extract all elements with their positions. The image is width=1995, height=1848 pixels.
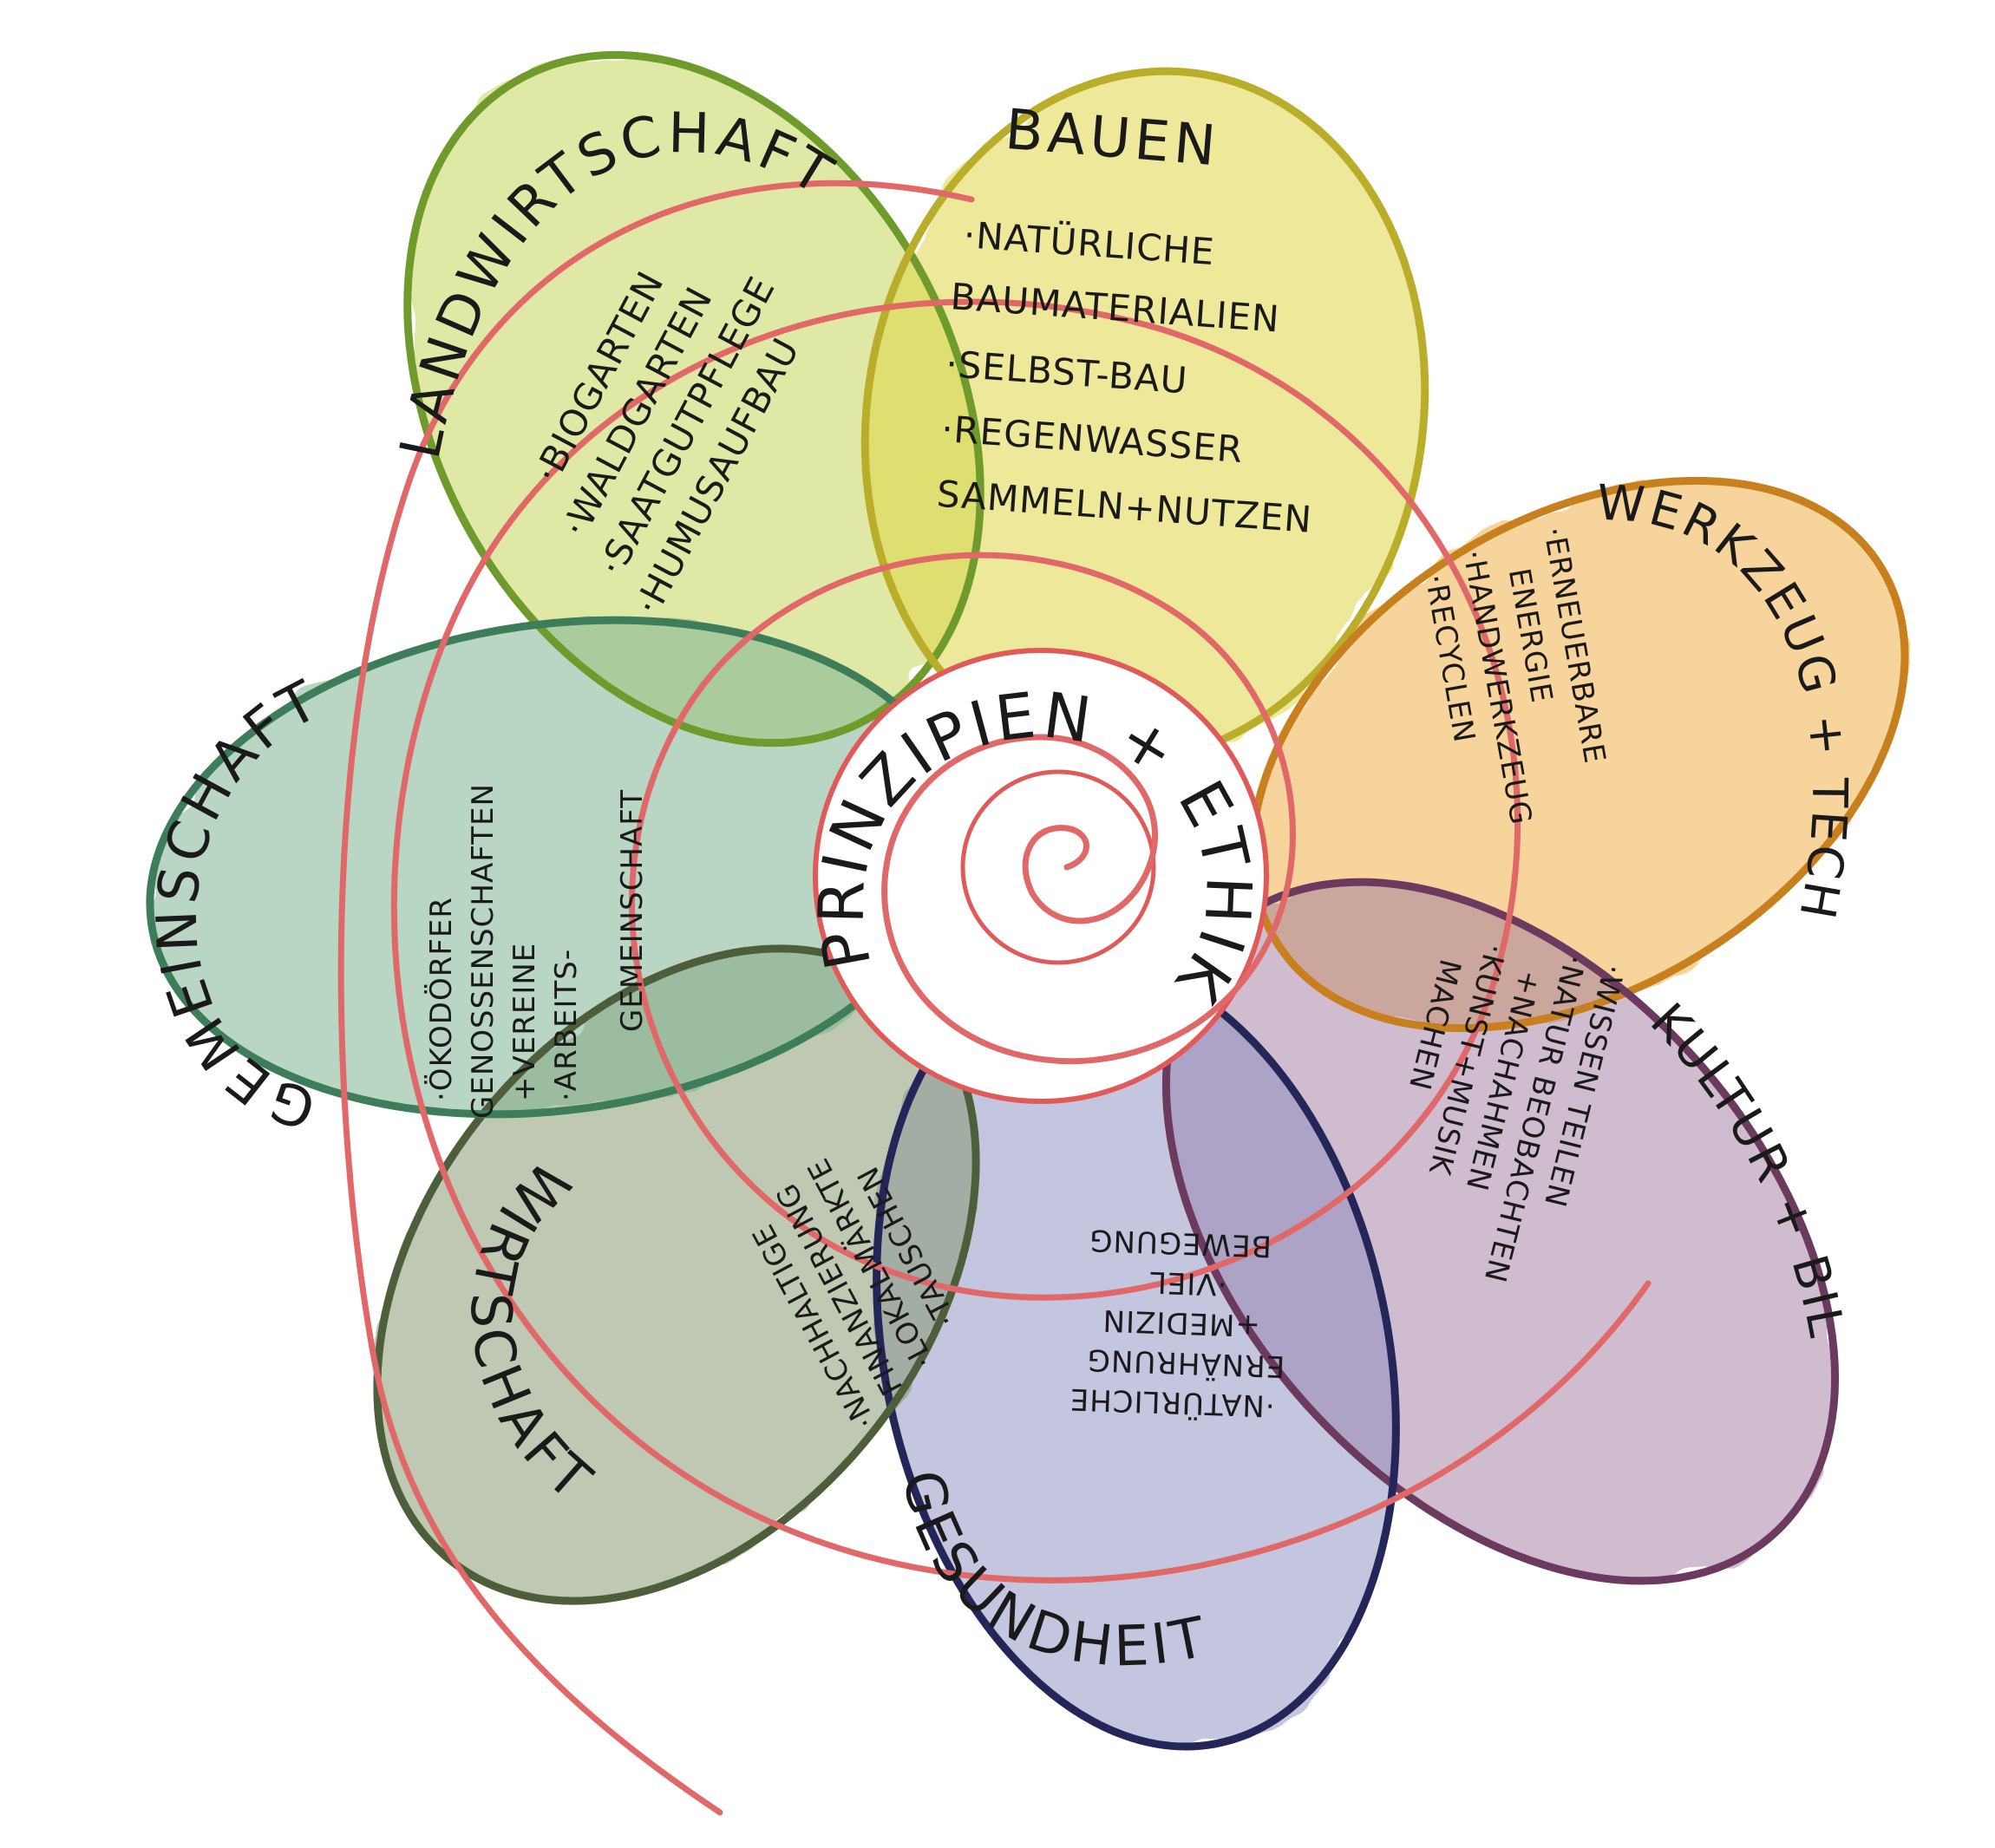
item-gesundheit-4: ·VIEL — [1148, 1264, 1227, 1302]
petal-landwirtschaft — [407, 55, 981, 743]
item-gemeinschaft-5: GEMEINSCHAFT — [615, 789, 650, 1032]
item-gemeinschaft-2: GENOSSENSCHAFTEN — [466, 783, 500, 1119]
items-gemeinschaft: ·ÖKODÖRFER GENOSSENSCHAFTEN +VEREINE ·AR… — [423, 783, 650, 1119]
outline-landwirtschaft — [403, 50, 984, 748]
item-gesundheit-3: +MEDIZIN — [1102, 1303, 1261, 1342]
item-gemeinschaft-1: ·ÖKODÖRFER — [423, 897, 459, 1101]
items-gesundheit: ·NATÜRLICHE ERNÄHRUNG +MEDIZIN ·VIEL BEW… — [1069, 1222, 1285, 1424]
center-inner — [960, 769, 1156, 965]
item-gemeinschaft-4: ·ARBEITS- — [549, 949, 584, 1101]
red-spiral — [337, 180, 1652, 1816]
petal-bauen — [865, 71, 1425, 761]
item-gesundheit-5: BEWEGUNG — [1089, 1222, 1272, 1263]
outline-werkzeug — [1248, 476, 1909, 1033]
item-gemeinschaft-3: +VEREINE — [507, 943, 542, 1101]
item-gesundheit-1: ·NATÜRLICHE — [1069, 1381, 1275, 1424]
item-gesundheit-2: ERNÄHRUNG — [1086, 1342, 1285, 1383]
